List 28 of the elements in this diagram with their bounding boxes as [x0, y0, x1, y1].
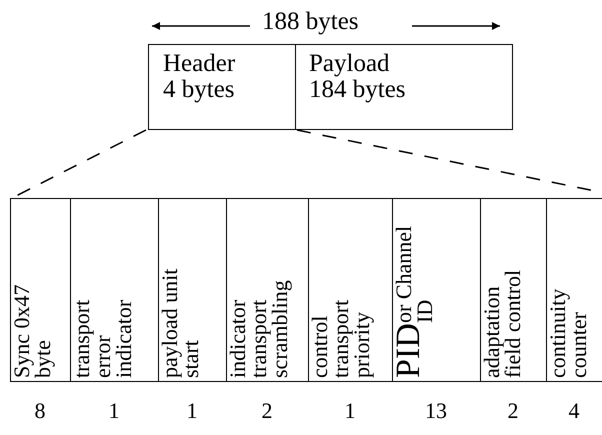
bit-count: 4 — [568, 398, 580, 424]
field-name: or Channel ID — [393, 225, 435, 324]
bit-count: 13 — [424, 398, 448, 424]
packet-field — [392, 198, 480, 382]
bit-count: 2 — [260, 398, 274, 424]
bit-count: 1 — [108, 398, 120, 424]
packet-field — [70, 198, 158, 382]
packet-field — [546, 198, 602, 382]
packet-field — [10, 198, 70, 382]
payload-field: Payload 184 bytes — [295, 44, 513, 130]
dimension-label: 188 bytes — [262, 8, 359, 36]
field-name: adaptation field control — [481, 268, 523, 378]
header-field: Header 4 bytes — [148, 44, 296, 130]
packet-field — [226, 198, 308, 382]
packet-field — [308, 198, 392, 382]
field-name: PID — [393, 323, 428, 378]
field-name: indicator transport scrambling — [227, 279, 290, 378]
field-name: transport error indicator — [71, 298, 134, 378]
field-name: payload unit start — [159, 268, 201, 378]
field-name: continuity counter — [547, 288, 589, 378]
packet-field — [158, 198, 226, 382]
packet-field — [480, 198, 546, 382]
bit-count: 1 — [186, 398, 198, 424]
field-name: Sync 0x47 byte — [11, 284, 53, 378]
bit-count: 8 — [34, 398, 46, 424]
field-name: control transport priority — [309, 298, 372, 378]
bit-count: 1 — [344, 398, 356, 424]
bit-count: 2 — [506, 398, 520, 424]
